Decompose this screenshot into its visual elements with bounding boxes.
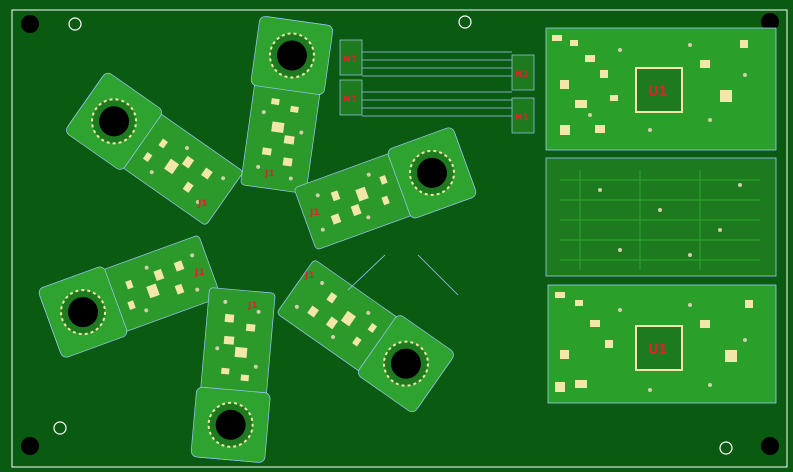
optical-module-bottom[interactable]: J1 xyxy=(189,286,281,464)
mounting-hole xyxy=(21,15,39,33)
fiducial xyxy=(53,421,67,435)
module-ref-label: J1 xyxy=(247,301,258,311)
mounting-hole xyxy=(761,13,779,31)
guide-line xyxy=(417,254,459,296)
module-ref-label: J1 xyxy=(194,268,205,278)
fiducial xyxy=(719,441,733,455)
controller-ref-label: U1 xyxy=(648,343,668,358)
mounting-hole xyxy=(761,437,779,455)
connector-ref-label: N1 xyxy=(343,55,357,65)
controller-board-bottom[interactable]: U1 xyxy=(547,284,777,404)
module-ref-label: J1 xyxy=(309,208,320,218)
connector-ref-label: N1 xyxy=(343,95,357,105)
optical-module-top[interactable]: J1 xyxy=(235,14,335,196)
optical-module-lower-right[interactable]: J1 xyxy=(273,254,457,416)
board-outline xyxy=(11,9,788,468)
fiducial xyxy=(458,15,472,29)
fiducial xyxy=(68,17,82,31)
optical-module-lower-left[interactable]: J1 xyxy=(36,230,224,360)
mounting-holes xyxy=(21,13,779,455)
connector-ref-label: N1 xyxy=(515,70,529,80)
mounting-hole xyxy=(21,437,39,455)
module-ref-label: J1 xyxy=(264,169,275,179)
optical-module-upper-left[interactable]: J1 xyxy=(63,69,247,231)
controller-ref-label: U1 xyxy=(648,85,668,100)
interface-board[interactable] xyxy=(545,157,777,277)
optical-module-right[interactable]: J1 xyxy=(291,125,479,255)
guide-line xyxy=(347,254,386,291)
module-ref-label: J1 xyxy=(304,271,315,281)
module-ref-label: J1 xyxy=(197,199,208,209)
connector-boards[interactable]: N1 N1 N1 N1 xyxy=(339,39,535,134)
controller-board-top[interactable]: U1 xyxy=(545,27,777,151)
connector-ref-label: N1 xyxy=(515,113,529,123)
